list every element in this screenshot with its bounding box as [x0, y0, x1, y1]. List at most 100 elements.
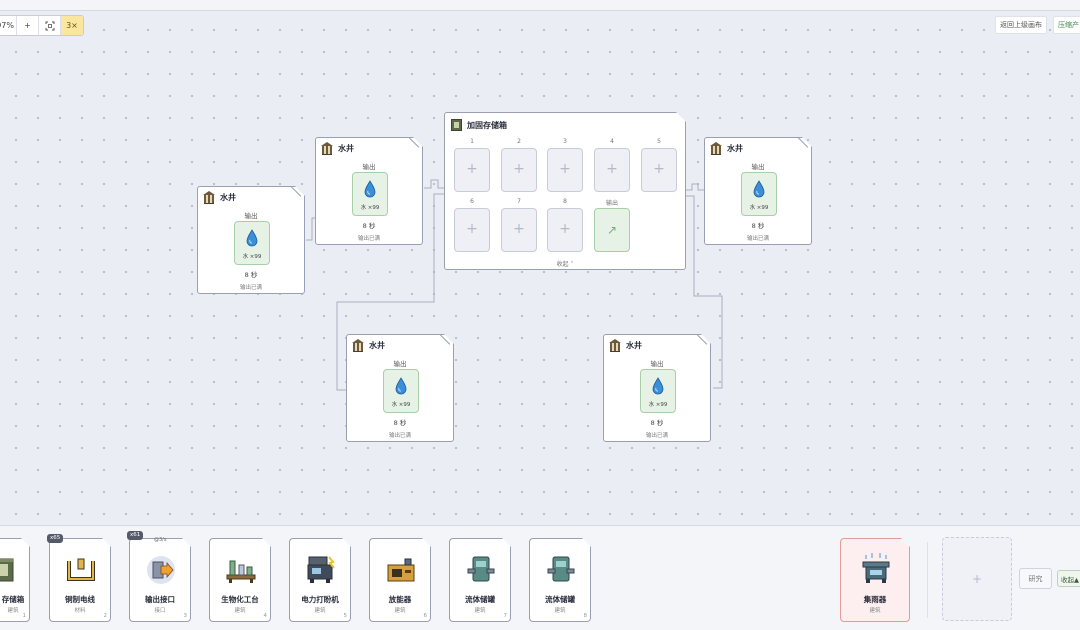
toolbar-card-storage-box[interactable]: 存储箱 建筑 1 — [0, 538, 30, 622]
card-name: 铜制电线 — [65, 595, 95, 604]
node-status: 输出已满 — [388, 433, 411, 439]
storage-box-icon — [0, 553, 16, 585]
water-well-node[interactable]: 水井 输出 水 ×99 8 秒 输出已满 — [603, 334, 711, 442]
output-slot[interactable]: 水 ×99 — [352, 172, 388, 216]
storage-slot[interactable]: + — [547, 208, 583, 252]
card-type: 接口 — [154, 608, 166, 614]
research-button[interactable]: 研究 — [1019, 568, 1052, 589]
craft-time: 8 秒 — [362, 222, 376, 230]
storage-slot[interactable]: + — [454, 208, 490, 252]
add-icon: + — [559, 161, 571, 177]
item-quantity: 水 ×99 — [360, 205, 380, 211]
storage-slot[interactable]: + — [501, 208, 537, 252]
toolbar-card-copper-wire[interactable]: 铜制电线 材料 2 — [49, 538, 111, 622]
output-slot[interactable]: 水 ×99 — [741, 172, 777, 216]
node-title: 水井 — [626, 340, 642, 350]
node-title: 水井 — [369, 340, 385, 350]
craft-time: 8 秒 — [393, 419, 407, 427]
water-well-node[interactable]: 水井 输出 水 ×99 8 秒 输出已满 — [315, 137, 423, 245]
craft-time: 8 秒 — [751, 222, 765, 230]
storage-slot[interactable]: + — [594, 148, 630, 192]
water-well-node[interactable]: 水井 输出 水 ×99 8 秒 输出已满 — [197, 186, 305, 294]
node-status: 输出已满 — [239, 285, 262, 291]
slot-number: 3 — [563, 138, 567, 145]
card-type: 建筑 — [7, 608, 19, 614]
power-printer-icon — [305, 553, 337, 585]
storage-slot[interactable]: + — [501, 148, 537, 192]
add-icon: + — [466, 161, 478, 177]
back-to-parent-button[interactable]: 返回上级画布 — [995, 16, 1047, 34]
hotkey: 8 — [583, 613, 587, 619]
fit-screen-button[interactable] — [39, 16, 61, 35]
card-type: 建筑 — [474, 608, 486, 614]
water-well-node[interactable]: 水井 输出 水 ×99 8 秒 输出已满 — [346, 334, 454, 442]
toolbar-card-rain-collector[interactable]: 集雨器 建筑 — [840, 538, 910, 622]
storage-box-icon — [451, 119, 462, 131]
output-slot[interactable]: 水 ×99 — [234, 221, 270, 265]
storage-slot[interactable]: + — [641, 148, 677, 192]
node-status: 输出已满 — [645, 433, 668, 439]
card-name: 流体储罐 — [465, 595, 495, 604]
add-icon: + — [559, 221, 571, 237]
item-quantity: 水 ×99 — [648, 402, 668, 408]
storage-slot[interactable]: + — [454, 148, 490, 192]
storage-slot[interactable]: + — [547, 148, 583, 192]
output-label: 输出 — [393, 360, 407, 368]
card-type: 材料 — [74, 608, 86, 614]
toolbar-collapse-button[interactable]: 收起▲ — [1057, 570, 1080, 587]
fit-screen-icon — [45, 21, 54, 30]
card-name: 电力打盼机 — [301, 595, 339, 604]
toolbar-card-fluid-tank[interactable]: 流体储罐 建筑 7 — [449, 538, 511, 622]
building-icon — [609, 339, 621, 351]
card-type: 建筑 — [394, 608, 406, 614]
slot-number: 4 — [610, 138, 614, 145]
slot-number: 7 — [517, 198, 521, 205]
stock-badge: x65 — [47, 534, 64, 543]
output-label: 输出 — [605, 200, 618, 207]
output-label: 输出 — [362, 163, 376, 171]
node-title: 加固存储箱 — [467, 120, 507, 130]
building-icon — [321, 142, 333, 154]
speed-button[interactable]: 3× — [61, 16, 83, 35]
copper-wire-icon — [65, 553, 97, 585]
slot-number: 8 — [563, 198, 567, 205]
storage-output-slot[interactable]: ↗ — [594, 208, 630, 252]
collapse-toggle[interactable]: 收起 ˄ — [556, 261, 574, 268]
output-slot[interactable]: 水 ×99 — [640, 369, 676, 413]
node-title: 水井 — [338, 143, 354, 153]
card-type: 建筑 — [554, 608, 566, 614]
card-name: 存储箱 — [1, 595, 25, 604]
water-drop-icon — [752, 180, 766, 198]
water-well-node[interactable]: 水井 输出 水 ×99 8 秒 输出已满 — [704, 137, 812, 245]
empty-build-slot[interactable]: + — [942, 537, 1012, 621]
hotkey: 4 — [263, 613, 267, 619]
card-name: 输出接口 — [145, 595, 175, 604]
slot-number: 5 — [657, 138, 661, 145]
rate-label: @3/s — [154, 537, 167, 543]
output-label: 输出 — [650, 360, 664, 368]
add-icon: + — [466, 221, 478, 237]
fluid-tank-icon — [465, 553, 497, 585]
card-type: 建筑 — [314, 608, 326, 614]
toolbar-card-energy-emitter[interactable]: 放能器 建筑 6 — [369, 538, 431, 622]
card-type: 建筑 — [234, 608, 246, 614]
hotkey: 5 — [343, 613, 347, 619]
bio-chem-bench-icon — [225, 553, 257, 585]
output-label: 输出 — [244, 212, 258, 220]
zoom-in-button[interactable]: + — [17, 16, 39, 35]
reinforced-storage-node[interactable]: 加固存储箱 1 2 3 4 5 + + + + + 6 7 8 输出 + + +… — [444, 112, 686, 270]
toolbar-card-fluid-tank[interactable]: 流体储罐 建筑 8 — [529, 538, 591, 622]
toolbar-card-bio-chem-bench[interactable]: 生物化工台 建筑 4 — [209, 538, 271, 622]
output-slot[interactable]: 水 ×99 — [383, 369, 419, 413]
node-title: 水井 — [220, 192, 236, 202]
toolbar-card-output-port[interactable]: 输出接口 接口 3 — [129, 538, 191, 622]
add-icon: + — [606, 161, 618, 177]
toolbar-card-power-printer[interactable]: 电力打盼机 建筑 5 — [289, 538, 351, 622]
fluid-tank-icon — [545, 553, 577, 585]
card-type: 建筑 — [869, 608, 881, 614]
hotkey: 7 — [503, 613, 507, 619]
toolbar-divider — [927, 542, 928, 618]
pressure-button[interactable]: 压缩产 — [1053, 16, 1080, 34]
energy-emitter-icon — [385, 553, 417, 585]
